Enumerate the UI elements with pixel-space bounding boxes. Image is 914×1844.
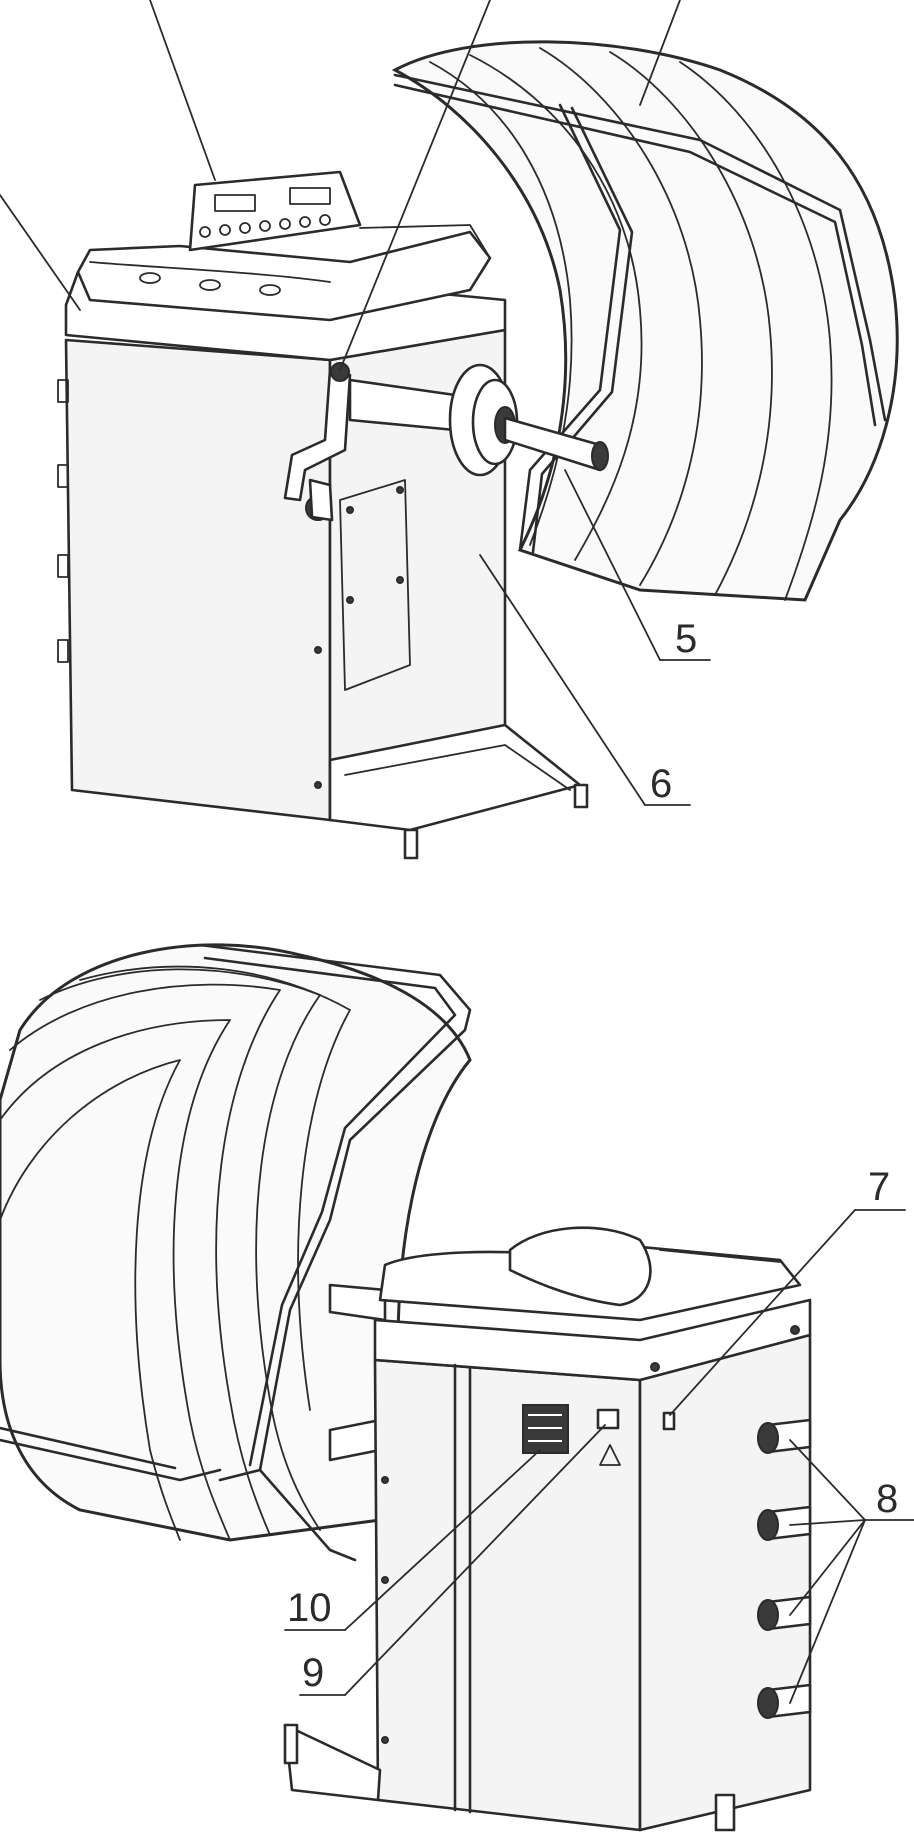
bottom-cabinet <box>283 1226 812 1832</box>
top-machine-view: 5 6 <box>0 0 899 860</box>
callout-5: 5 <box>564 469 711 661</box>
callout-9-label: 9 <box>302 1651 324 1695</box>
callout-5-label: 5 <box>675 617 697 661</box>
callout-10: 10 <box>284 1449 541 1631</box>
callout-6-label: 6 <box>650 762 672 806</box>
bottom-wheel-guard <box>0 943 472 1562</box>
callout-7: 7 <box>669 1165 906 1416</box>
callout-8: 8 <box>789 1439 914 1704</box>
bottom-machine-view: 7 8 9 10 <box>0 943 914 1832</box>
top-wheel-guard <box>391 40 899 602</box>
callout-9: 9 <box>299 1424 606 1696</box>
bottom-shaft <box>328 1283 387 1462</box>
callout-8-label: 8 <box>876 1477 898 1521</box>
top-leader-lines <box>0 0 681 371</box>
accessory-pins <box>757 1418 812 1719</box>
callout-7-label: 7 <box>868 1165 890 1209</box>
callout-10-label: 10 <box>287 1586 332 1630</box>
top-shaft-assembly <box>283 362 609 522</box>
callout-6: 6 <box>479 554 691 806</box>
